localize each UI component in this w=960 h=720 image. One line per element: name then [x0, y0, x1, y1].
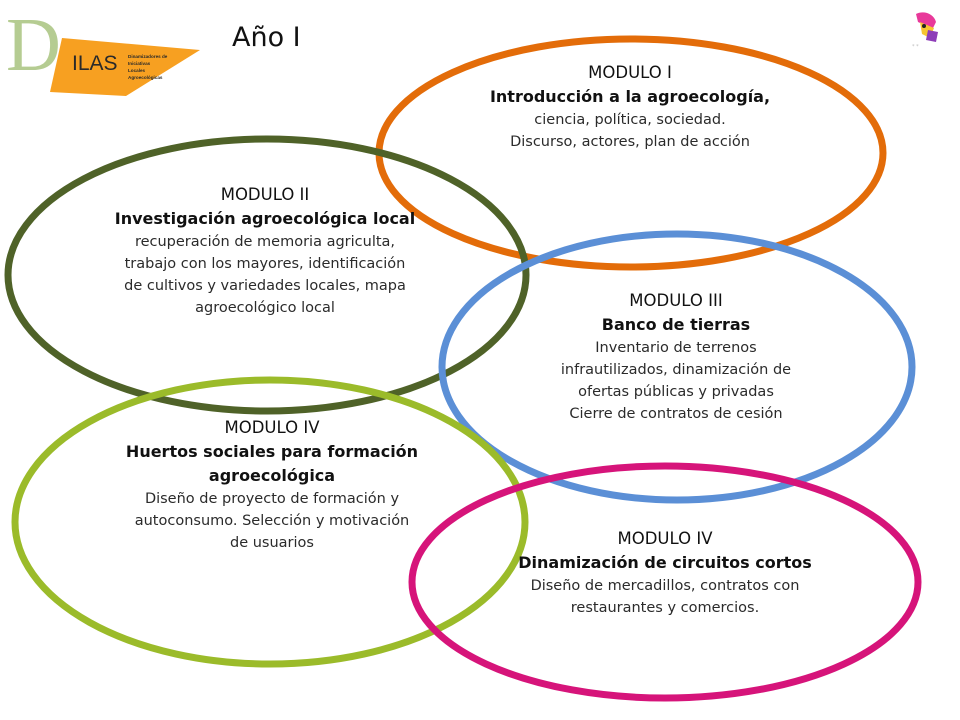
module-4-heading-line: agroecológica — [208, 466, 336, 485]
colorful-figure-icon: * * — [912, 12, 938, 50]
module-4-line: de usuarios — [230, 535, 314, 551]
logo-tagline-2: Iniciativas — [128, 61, 151, 66]
module-1-line: ciencia, política, sociedad. — [534, 112, 726, 128]
module-5-text: MODULO IV Dinamización de circuitos cort… — [465, 527, 865, 619]
module-4-line: autoconsumo. Selección y motivación — [134, 513, 410, 529]
module-5-heading: Dinamización de circuitos cortos — [518, 553, 812, 572]
module-4-ellipse — [11, 376, 529, 668]
module-5-label: MODULO IV — [617, 529, 713, 548]
module-3-label: MODULO III — [629, 291, 723, 310]
module-3-line: ofertas públicas y privadas — [578, 384, 774, 400]
logo-letter: D — [6, 4, 61, 87]
module-1-label: MODULO I — [588, 63, 672, 82]
module-2-text: MODULO II Investigación agroecológica lo… — [65, 183, 465, 319]
module-5-line: Diseño de mercadillos, contratos con — [530, 578, 800, 594]
module-3-line: Inventario de terrenos — [595, 340, 757, 356]
slide-title: Año I — [232, 22, 301, 53]
module-3-line: Cierre de contratos de cesión — [569, 406, 783, 422]
module-1-text: MODULO I Introducción a la agroecología,… — [430, 61, 830, 153]
module-1-line: Discurso, actores, plan de acción — [510, 134, 750, 150]
module-3-ellipse — [438, 230, 916, 504]
module-2-heading: Investigación agroecológica local — [114, 209, 416, 228]
module-2-ellipse — [4, 135, 530, 415]
module-2-line: de cultivos y variedades locales, mapa — [124, 278, 406, 294]
logo-tagline-4: Agroecológicas — [128, 75, 163, 80]
module-2-line: trabajo con los mayores, identificación — [124, 256, 406, 272]
module-4-line: Diseño de proyecto de formación y — [144, 491, 400, 507]
logo-tagline-3: Locales — [128, 68, 146, 73]
logo-orange-banner — [50, 38, 200, 96]
module-1-heading: Introducción a la agroecología, — [489, 87, 771, 106]
dilas-logo: D ILAS Dinamizadores de Iniciativas Loca… — [6, 4, 200, 96]
module-4-heading-line: Huertos sociales para formación — [125, 442, 419, 461]
module-3-line: infrautilizados, dinamización de — [560, 362, 792, 378]
module-2-line: recuperación de memoria agriculta, — [134, 234, 396, 250]
module-3-heading: Banco de tierras — [601, 315, 751, 334]
module-5-ellipse — [408, 462, 922, 702]
module-4-text: MODULO IV Huertos sociales para formació… — [72, 416, 472, 554]
module-2-label: MODULO II — [220, 185, 310, 204]
module-2-line: agroecológico local — [195, 300, 335, 316]
module-5-line: restaurantes y comercios. — [570, 600, 760, 616]
logo-text: ILAS — [72, 52, 118, 75]
module-4-label: MODULO IV — [224, 418, 320, 437]
logo-tagline-1: Dinamizadores de — [128, 54, 168, 59]
module-3-text: MODULO III Banco de tierras Inventario d… — [476, 289, 876, 425]
svg-text:* *: * * — [912, 44, 919, 50]
